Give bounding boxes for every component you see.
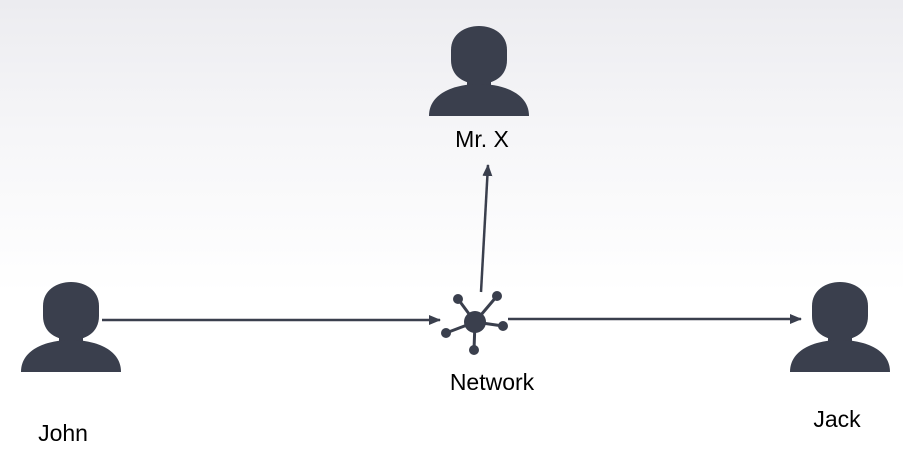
node-network: Network — [441, 291, 535, 395]
edge-network-to-mr-x — [479, 164, 493, 293]
network-hub-icon — [441, 291, 508, 355]
node-label-john: John — [38, 420, 88, 446]
node-jack: Jack — [790, 282, 890, 432]
person-icon — [429, 26, 529, 116]
person-icon — [21, 282, 121, 372]
node-label-network: Network — [450, 369, 535, 395]
node-label-jack: Jack — [813, 406, 861, 432]
person-icon — [790, 282, 890, 372]
node-label-mr-x: Mr. X — [455, 126, 509, 152]
node-john: John — [21, 282, 121, 446]
node-mr-x: Mr. X — [429, 26, 529, 152]
